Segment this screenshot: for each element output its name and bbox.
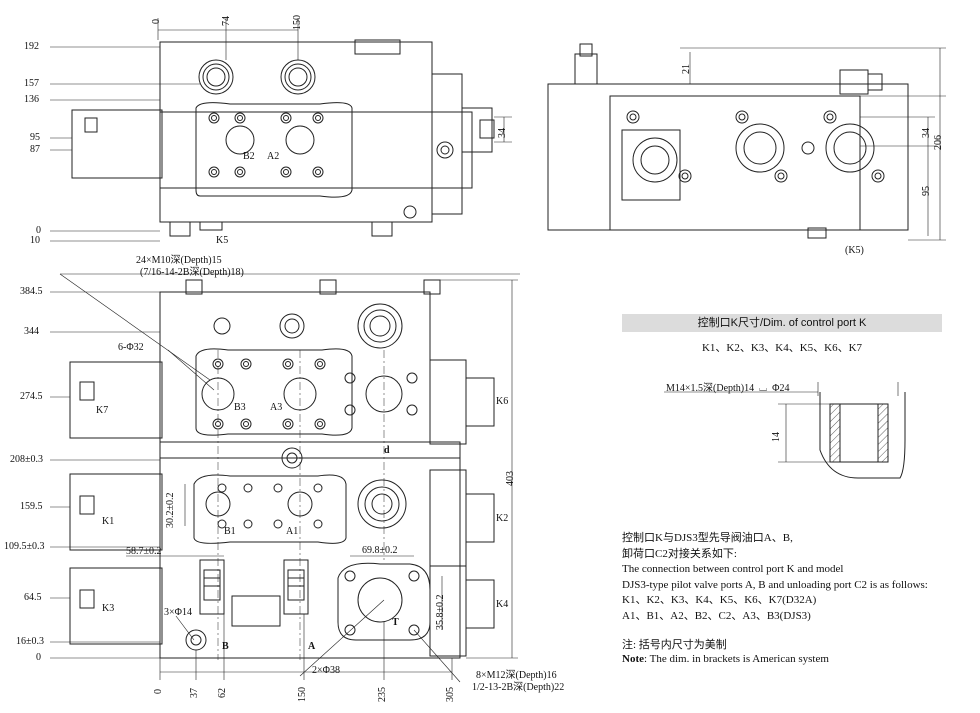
main-x-label-150: 150 [297,687,308,702]
port-k4: K4 [496,599,509,610]
note-cn: 注: 括号内尺寸为美制 [622,639,727,651]
right-dim-21: 21 [681,64,692,74]
main-y-label-64-5: 64.5 [24,592,42,603]
note-en: Note: The dim. in brackets is American s… [622,652,829,666]
top-y-label-95: 95 [30,132,40,143]
dim-30-2: 30.2±0.2 [165,492,176,529]
right-k5-label: (K5) [845,245,864,256]
note-en-text: : The dim. in brackets is American syste… [644,653,829,665]
desc-line-5: K1、K2、K3、K4、K5、K6、K7(D32A) [622,594,817,606]
desc-line-6: A1、B1、A2、B2、C2、A3、B3(DJS3) [622,609,811,622]
dim-69-8: 69.8±0.2 [362,545,398,556]
right-view [547,43,946,241]
callout-2-phi38: 2×Φ38 [312,665,340,676]
desc-line-2: 卸荷口C2对接关系如下: [622,547,737,560]
kport-thread-spec: M14×1.5深(Depth)14 ⌴ Φ24 [666,379,789,394]
port-d: d [384,445,390,456]
main-y-label-384-5: 384.5 [20,286,43,297]
main-x-label-235: 235 [377,687,388,702]
top-y-label-0: 0 [36,225,41,236]
main-y-label-109-5: 109.5±0.3 [4,541,45,552]
kport-thread: M14×1.5深(Depth)14 [666,383,755,394]
top-view [50,18,512,242]
top-y-label-10: 10 [30,235,40,246]
main-y-label-344: 344 [24,326,39,337]
main-x-label-62: 62 [217,688,228,698]
callout-8-m12-us: 1/2-13-2B深(Depth)22 [472,682,565,693]
main-x-label-305: 305 [445,687,456,702]
top-y-label-192: 192 [24,41,39,52]
dim-58-7: 58.7±0.2 [126,546,162,557]
top-side-dim-34: 34 [497,128,508,138]
top-x-label-150: 150 [292,15,303,30]
port-a: A [308,641,316,652]
kport-counterbore: Φ24 [772,383,790,394]
dim-35-8: 35.8±0.2 [435,594,446,631]
top-k5: K5 [216,235,228,246]
port-a3: A3 [270,402,283,413]
callout-thread-m10-us: (7/16-14-2B深(Depth)18) [140,267,244,278]
callout-bore-phi32: 6-Φ32 [118,342,144,353]
right-dim-95: 95 [921,186,932,196]
main-x-label-0: 0 [153,689,164,694]
port-k1: K1 [102,516,115,527]
kport-table-header: 控制口K尺寸/Dim. of control port K [622,314,942,332]
counterbore-icon: ⌴ [756,383,770,394]
callout-thread-m10: 24×M10深(Depth)15 [136,255,222,266]
main-y-label-0: 0 [36,652,41,663]
top-y-label-157: 157 [24,78,39,89]
top-port-a2: A2 [267,151,279,162]
right-dim-34: 34 [921,128,932,138]
main-y-label-208: 208±0.3 [10,454,43,465]
main-y-label-16: 16±0.3 [16,636,44,647]
main-y-label-159-5: 159.5 [20,501,43,512]
main-view [50,273,520,683]
top-x-label-0: 0 [151,19,162,24]
kport-detail [664,382,906,479]
desc-line-4: DJS3-type pilot valve ports A, B and unl… [622,578,928,591]
note-en-bold: Note [622,653,644,665]
main-y-label-274-5: 274.5 [20,391,43,402]
top-y-label-87: 87 [30,144,40,155]
top-y-label-136: 136 [24,94,39,105]
port-k6: K6 [496,396,509,407]
port-t: T [392,617,399,628]
dim-403: 403 [505,471,516,486]
desc-line-3: The connection between control port K an… [622,563,844,575]
port-k2: K2 [496,513,509,524]
desc-line-1: 控制口K与DJS3型先导阀油口A、B, [622,532,793,544]
port-b1: B1 [224,526,236,537]
port-b: B [222,641,229,652]
port-k7: K7 [96,405,109,416]
callout-3-phi14: 3×Φ14 [164,607,192,618]
top-x-label-74: 74 [221,16,232,26]
connection-description: 控制口K与DJS3型先导阀油口A、B, 卸荷口C2对接关系如下: The con… [622,531,972,624]
port-b3: B3 [234,402,246,413]
right-dim-206: 206 [933,135,944,150]
port-a1: A1 [286,526,299,537]
port-k3: K3 [102,603,115,614]
main-x-label-37: 37 [189,688,200,698]
kport-depth-14: 14 [771,432,782,442]
top-port-b2: B2 [243,151,255,162]
callout-8-m12: 8×M12深(Depth)16 [476,670,557,681]
note-block: 注: 括号内尺寸为美制 Note: The dim. in brackets i… [622,638,829,666]
kport-port-list: K1、K2、K3、K4、K5、K6、K7 [701,342,863,354]
